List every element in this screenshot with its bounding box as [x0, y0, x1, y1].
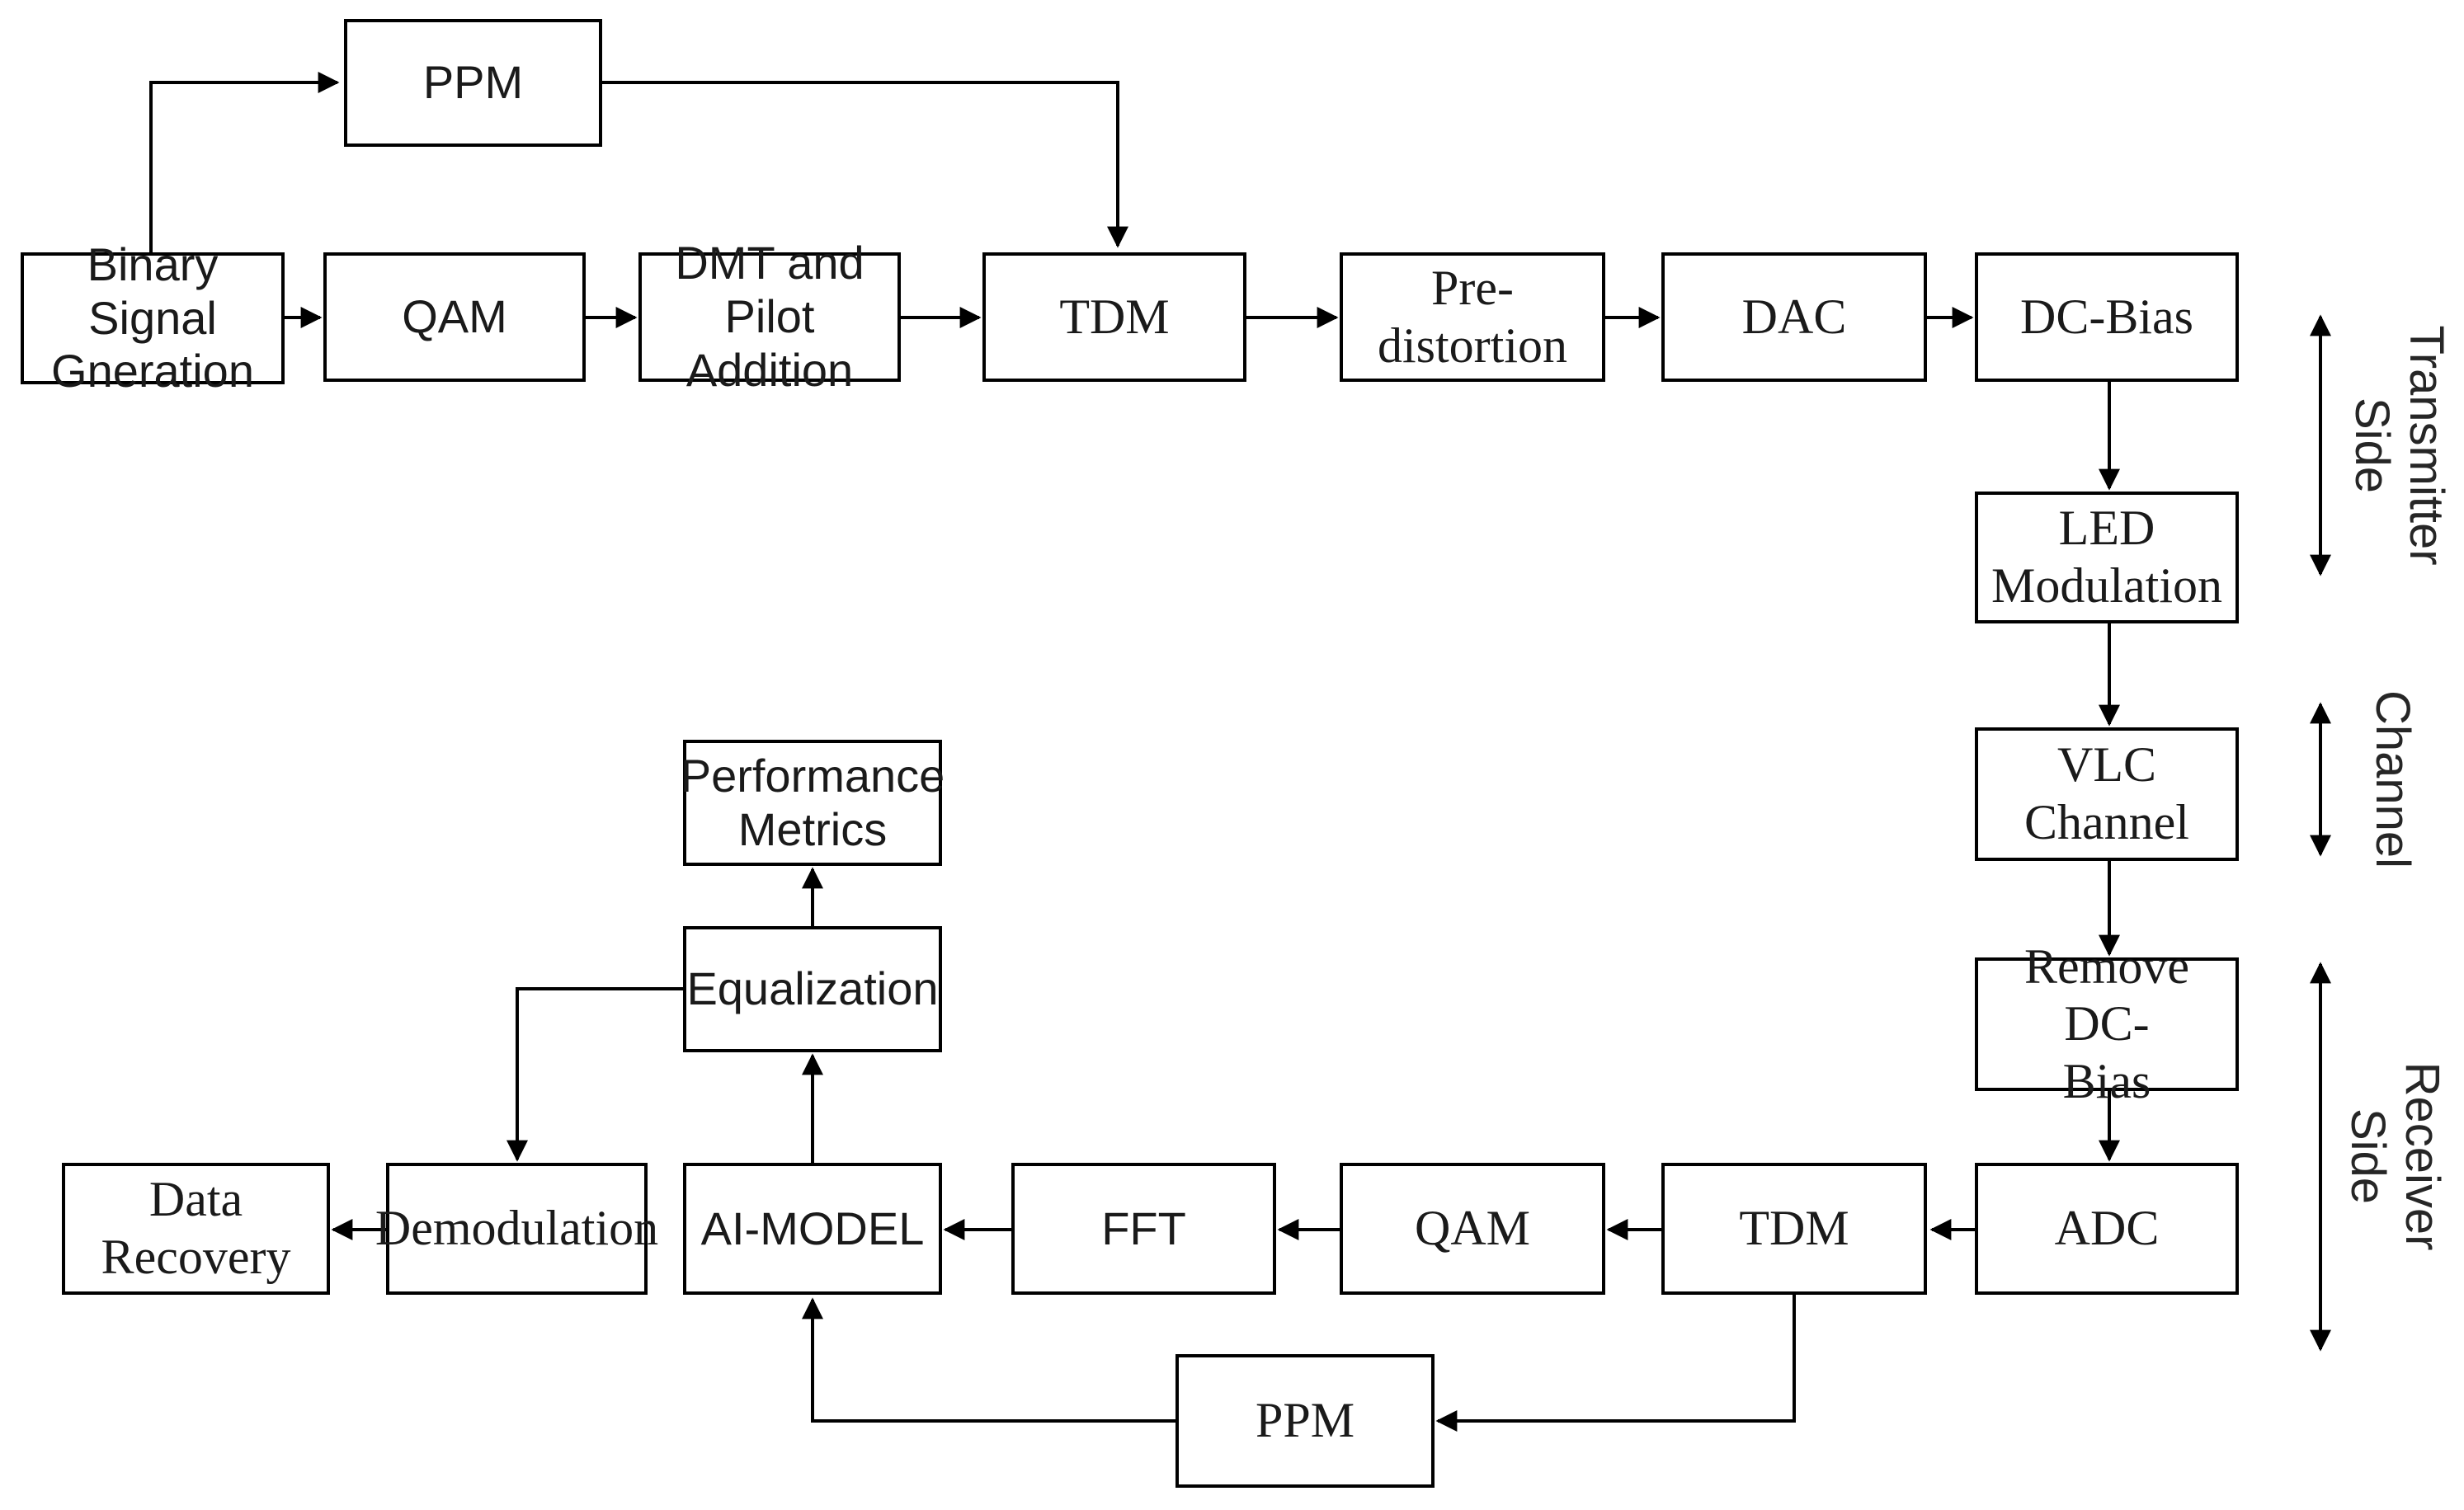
node-label: Data Recovery: [101, 1172, 291, 1284]
node-label: QAM: [402, 290, 507, 343]
node-adc: ADC: [1975, 1163, 2239, 1295]
node-label: LED Modulation: [1991, 501, 2222, 613]
node-label: PPM: [422, 56, 524, 109]
node-predistortion: Pre-distortion: [1340, 252, 1605, 382]
channel-label: Channel: [2366, 689, 2419, 869]
node-label: ADC: [2054, 1201, 2160, 1256]
node-label: FFT: [1101, 1202, 1186, 1254]
node-ai-model: AI-MODEL: [683, 1163, 942, 1295]
node-label: DMT and Pilot Addition: [675, 237, 865, 396]
node-label: VLC Channel: [2024, 737, 2189, 849]
node-data-recovery: Data Recovery: [62, 1163, 330, 1295]
connector-ppm-to-aimodel: [802, 1297, 1175, 1423]
node-label: TDM: [1059, 289, 1170, 344]
connector-ppm-to-tdm: [602, 81, 1128, 248]
node-label: TDM: [1739, 1201, 1849, 1256]
node-dmt-pilot-addition: DMT and Pilot Addition: [638, 237, 901, 396]
receiver-side-label: Receiver Side: [2341, 1061, 2449, 1251]
node-binary-signal-generation: Binary Signal Gneration: [21, 238, 285, 397]
node-led-modulation: LED Modulation: [1975, 492, 2239, 623]
node-performance-metrics: Performance Metrics: [680, 740, 945, 866]
node-label: AI-MODEL: [700, 1202, 925, 1254]
connector-tdm-to-ppm-rx: [1435, 1295, 1796, 1432]
node-label: Equalization: [686, 962, 939, 1015]
node-ppm-tx: PPM: [344, 19, 602, 147]
node-label: Demodulation: [375, 1201, 659, 1256]
node-qam-tx: QAM: [323, 252, 586, 382]
node-label: Binary Signal Gneration: [51, 238, 254, 397]
node-fft: FFT: [1011, 1163, 1276, 1295]
transmitter-side-label: Transmitter Side: [2345, 325, 2453, 566]
connector-equalization-to-demodulation: [506, 987, 685, 1162]
node-label: Remove DC- Bias: [2024, 938, 2189, 1108]
node-label: Performance Metrics: [680, 749, 945, 855]
node-vlc-channel: VLC Channel: [1975, 727, 2239, 861]
node-tdm-rx: TDM: [1661, 1163, 1927, 1295]
node-dac: DAC: [1661, 252, 1927, 382]
node-ppm-rx: PPM: [1175, 1354, 1435, 1488]
node-remove-dc-bias: Remove DC- Bias: [1975, 939, 2239, 1108]
node-label: QAM: [1414, 1201, 1530, 1256]
node-demodulation: Demodulation: [375, 1163, 658, 1295]
node-label: PPM: [1255, 1393, 1355, 1448]
node-label: Pre-distortion: [1377, 260, 1567, 373]
node-tdm-tx: TDM: [982, 252, 1246, 382]
node-label: DAC: [1741, 289, 1847, 344]
node-label: DC-Bias: [2020, 289, 2193, 344]
node-equalization: Equalization: [683, 926, 942, 1052]
node-dc-bias: DC-Bias: [1975, 252, 2239, 382]
node-qam-rx: QAM: [1340, 1163, 1605, 1295]
connector-binary-to-ppm: [149, 72, 340, 252]
